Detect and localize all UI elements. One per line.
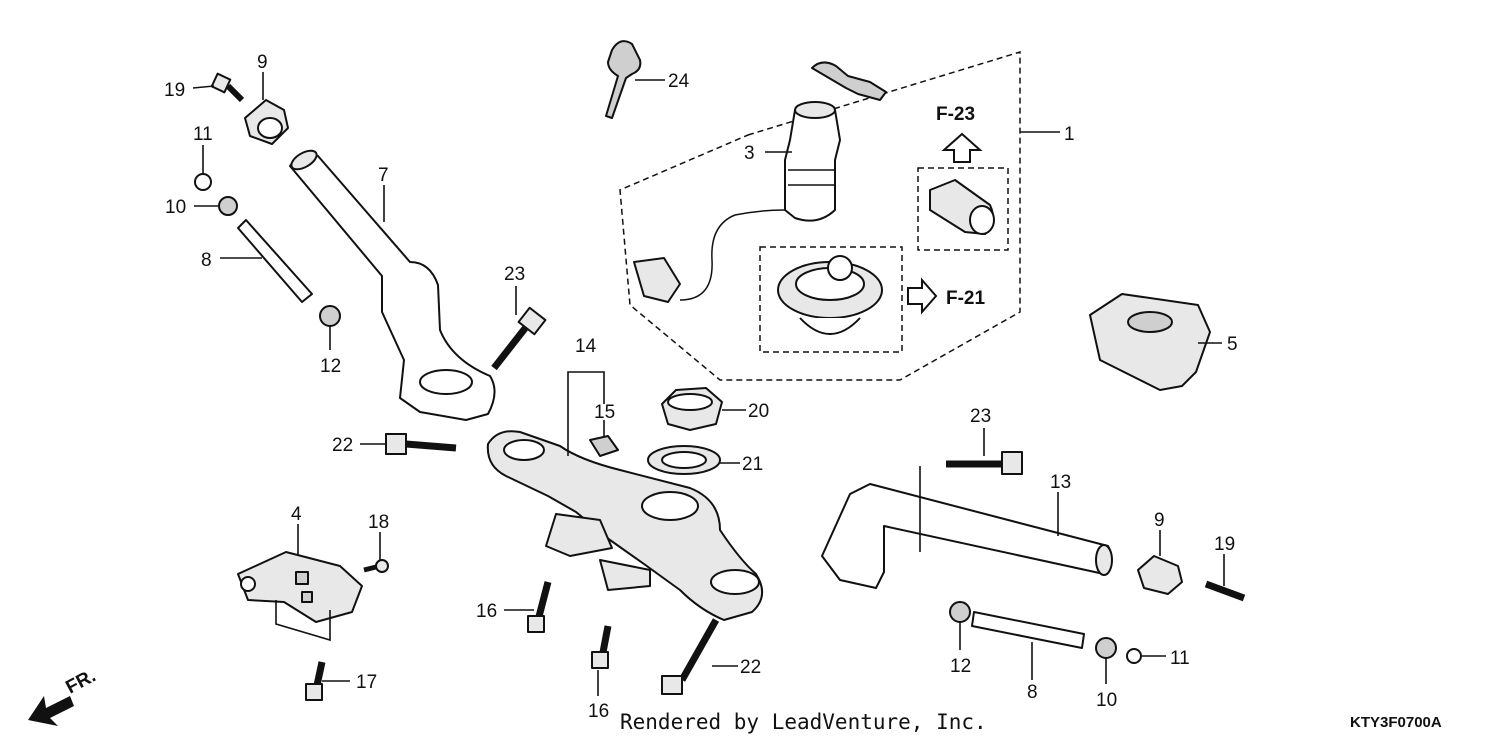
- callout-9-top: 9: [257, 52, 268, 73]
- callout-4: 4: [291, 504, 302, 525]
- callout-23-upper: 23: [504, 264, 525, 285]
- callout-12-left: 12: [320, 356, 341, 377]
- callout-1: 1: [1064, 124, 1075, 145]
- bracket-4: [237, 524, 363, 642]
- f21-reference-box: [759, 246, 938, 353]
- reference-f23: F-23: [936, 104, 975, 125]
- washer-21: [647, 445, 740, 475]
- bolt-16-right: [591, 625, 612, 696]
- end-weight-9-top: [244, 72, 289, 145]
- callout-8-right: 8: [1027, 682, 1038, 703]
- callout-5: 5: [1227, 334, 1238, 355]
- callout-19-top: 19: [164, 80, 185, 101]
- key-part: [605, 40, 665, 119]
- nut-10-right: [1095, 637, 1117, 684]
- bolt-22-bottom: [661, 618, 738, 695]
- callout-17: 17: [356, 672, 377, 693]
- callout-9-right: 9: [1154, 510, 1165, 531]
- callout-19-right: 19: [1214, 534, 1235, 555]
- ignition-switch-part: [633, 61, 887, 303]
- callout-13: 13: [1050, 472, 1071, 493]
- bolt-16-left: [504, 581, 552, 633]
- callout-11-left: 11: [193, 124, 213, 145]
- screw-18: [363, 532, 389, 573]
- nut-10-left: [194, 196, 238, 216]
- callout-22-bottom: 22: [740, 657, 761, 678]
- reference-f21: F-21: [946, 288, 986, 309]
- nut-12-right: [949, 601, 971, 650]
- bolt-17: [305, 661, 350, 701]
- callout-15: 15: [594, 402, 615, 423]
- ignition-kit-outline: [619, 50, 1060, 381]
- callout-16-left: 16: [476, 601, 497, 622]
- callout-10-right: 10: [1096, 690, 1117, 711]
- diagram-code: KTY3F0700A: [1350, 714, 1442, 731]
- callout-10-left: 10: [165, 197, 186, 218]
- handlebar-7-left: [289, 149, 496, 421]
- spring-11-right: [1126, 648, 1166, 664]
- handlebar-13-right: [821, 466, 1113, 589]
- spring-11-left: [194, 145, 212, 191]
- bolt-23-upper: [491, 286, 547, 371]
- end-weight-9-right: [1137, 530, 1183, 595]
- cover-part: [1089, 293, 1222, 391]
- bolt-23-lower: [946, 428, 1023, 475]
- callout-18: 18: [368, 512, 389, 533]
- callout-12-right: 12: [950, 656, 971, 677]
- callout-21: 21: [742, 454, 763, 475]
- bolt-22-left: [360, 433, 457, 455]
- render-credit: Rendered by LeadVenture, Inc.: [620, 710, 987, 734]
- callout-8-left: 8: [201, 250, 212, 271]
- front-direction-arrow: [28, 696, 74, 726]
- rod-8-right: [971, 611, 1085, 680]
- callout-7: 7: [378, 165, 389, 186]
- callout-16-bottom: 16: [588, 701, 609, 722]
- callout-14: 14: [575, 336, 597, 357]
- rod-8-left: [220, 219, 313, 303]
- bolt-19-right: [1204, 554, 1246, 602]
- callout-11-right: 11: [1170, 648, 1190, 669]
- callout-24: 24: [668, 71, 690, 92]
- callout-20: 20: [748, 401, 769, 422]
- f23-reference-box: [917, 132, 1009, 251]
- top-bridge-14: [486, 371, 763, 621]
- front-direction-label: FR.: [62, 666, 99, 699]
- clip-15: [589, 420, 619, 457]
- callout-22-left: 22: [332, 435, 353, 456]
- nut-20: [661, 387, 746, 431]
- nut-12-left: [319, 305, 341, 350]
- callout-3: 3: [744, 143, 755, 164]
- bolt-19-top: [192, 72, 245, 103]
- callout-23-lower: 23: [970, 406, 991, 427]
